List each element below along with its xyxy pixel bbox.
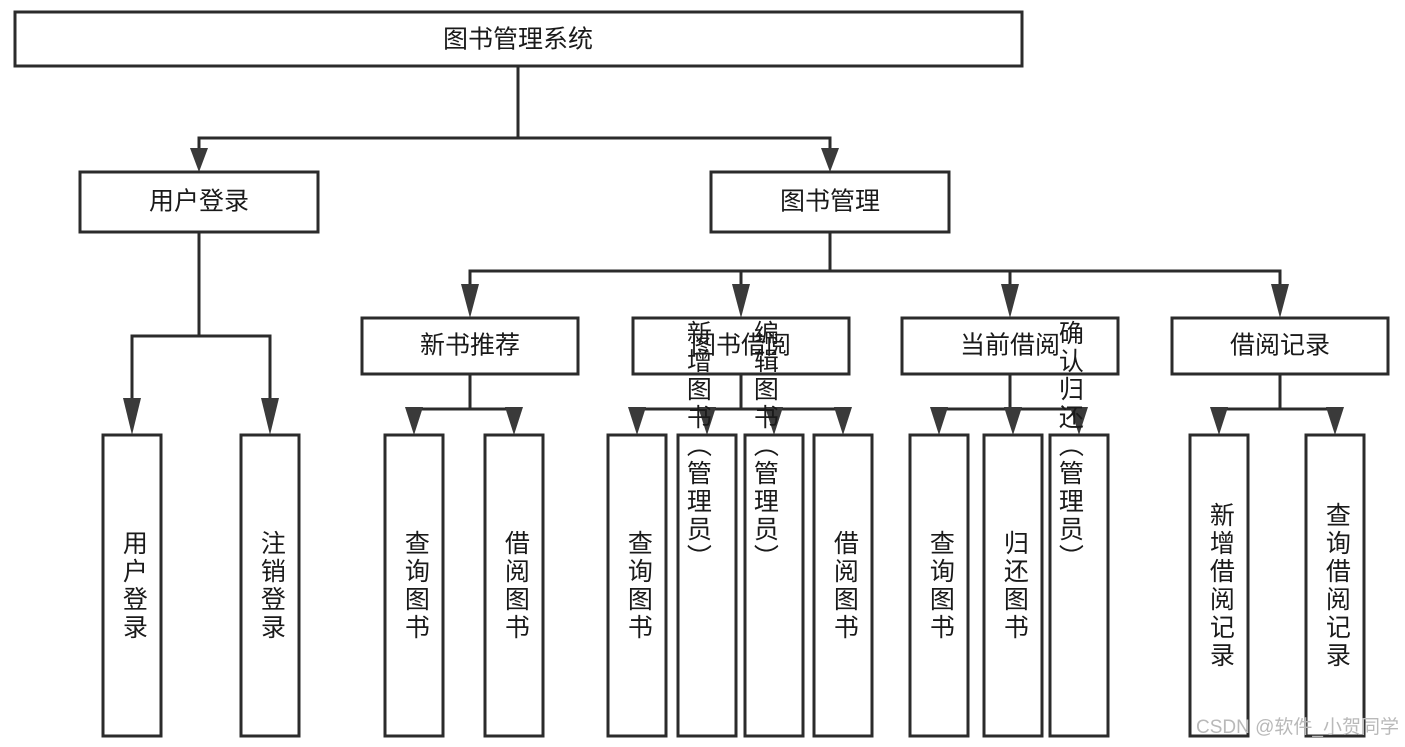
leaf-query-book-1[interactable]: 查询图书 — [383, 433, 445, 738]
arrow-icon — [261, 398, 279, 435]
node-root[interactable]: 图书管理系统 — [13, 10, 1024, 68]
leaf-box[interactable] — [908, 433, 970, 738]
leaf-logout[interactable]: 注销登录 — [239, 433, 301, 738]
leaf-label: 借阅图书 — [501, 530, 530, 642]
node-book-management-box[interactable] — [709, 170, 951, 234]
leaf-box[interactable] — [383, 433, 445, 738]
connector-group-borrow — [628, 372, 852, 435]
connector-group-current-borrow — [930, 372, 1088, 435]
node-root-box[interactable] — [13, 10, 1024, 68]
leaf-label: 查询借阅记录 — [1322, 502, 1351, 670]
connector-group-root — [190, 64, 839, 172]
node-borrow-record-box[interactable] — [1170, 316, 1390, 376]
node-current-borrow-label: 当前借阅 — [960, 332, 1060, 360]
leaf-return-book[interactable]: 归还图书 — [982, 433, 1044, 738]
arrow-icon — [190, 148, 208, 172]
leaf-query-book-3[interactable]: 查询图书 — [908, 433, 970, 738]
leaf-edit-book-admin[interactable]: 编辑图书（管理员） — [743, 320, 805, 738]
node-user-login[interactable]: 用户登录 — [78, 170, 320, 234]
leaf-box[interactable] — [1048, 433, 1110, 738]
arrow-icon — [1210, 407, 1228, 435]
node-book-borrow[interactable]: 图书借阅 — [631, 316, 851, 376]
arrow-icon — [765, 407, 783, 435]
connector-group-borrow-record — [1210, 372, 1344, 435]
leaf-box[interactable] — [676, 433, 738, 738]
leaf-borrow-book-2[interactable]: 借阅图书 — [812, 433, 874, 738]
leaf-box[interactable] — [483, 433, 545, 738]
arrow-icon — [1001, 284, 1019, 318]
node-user-login-label: 用户登录 — [149, 188, 249, 216]
arrow-icon — [834, 407, 852, 435]
leaf-label: 借阅图书 — [830, 530, 859, 642]
arrow-icon — [930, 407, 948, 435]
node-book-management-label: 图书管理 — [780, 188, 880, 216]
node-current-borrow[interactable]: 当前借阅 — [900, 316, 1120, 376]
leaf-box[interactable] — [1304, 433, 1366, 738]
arrow-icon — [732, 284, 750, 318]
arrow-icon — [1326, 407, 1344, 435]
leaf-label: 用户登录 — [119, 530, 148, 642]
leaf-box[interactable] — [239, 433, 301, 738]
connector-group-book-mgmt — [461, 230, 1289, 318]
node-new-book-recommend[interactable]: 新书推荐 — [360, 316, 580, 376]
leaf-label: 新增借阅记录 — [1206, 502, 1235, 670]
watermark-text: CSDN @软件_小贺同学 — [1196, 716, 1399, 738]
arrow-icon — [821, 148, 839, 172]
leaf-query-book-2[interactable]: 查询图书 — [606, 433, 668, 738]
leaf-label: 归还图书 — [1000, 530, 1029, 642]
leaf-user-login[interactable]: 用户登录 — [101, 433, 163, 738]
node-borrow-record-label: 借阅记录 — [1230, 332, 1330, 360]
arrow-icon — [505, 407, 523, 435]
leaf-add-borrow-record[interactable]: 新增借阅记录 — [1188, 433, 1250, 738]
node-book-borrow-box[interactable] — [631, 316, 851, 376]
leaf-box[interactable] — [982, 433, 1044, 738]
node-current-borrow-box[interactable] — [900, 316, 1120, 376]
leaf-box[interactable] — [812, 433, 874, 738]
arrow-icon — [628, 407, 646, 435]
leaf-box[interactable] — [101, 433, 163, 738]
arrow-icon — [1271, 284, 1289, 318]
leaf-add-book-admin[interactable]: 新增图书（管理员） — [676, 320, 738, 738]
node-new-book-recommend-label: 新书推荐 — [420, 332, 520, 360]
leaf-box[interactable] — [743, 433, 805, 738]
node-user-login-box[interactable] — [78, 170, 320, 234]
arrow-icon — [698, 407, 716, 435]
leaf-borrow-book-1[interactable]: 借阅图书 — [483, 433, 545, 738]
leaf-query-borrow-record[interactable]: 查询借阅记录 — [1304, 433, 1366, 738]
leaf-label: 查询图书 — [624, 530, 653, 642]
arrow-icon — [1070, 407, 1088, 435]
arrow-icon — [461, 284, 479, 318]
node-borrow-record[interactable]: 借阅记录 — [1170, 316, 1390, 376]
node-new-book-recommend-box[interactable] — [360, 316, 580, 376]
arrow-icon — [123, 398, 141, 435]
leaf-label: 新增图书（管理员） — [683, 320, 712, 572]
leaf-box[interactable] — [606, 433, 668, 738]
leaf-confirm-return-admin[interactable]: 确认归还（管理员） — [1048, 320, 1110, 738]
leaf-label: 确认归还（管理员） — [1055, 320, 1084, 572]
arrow-icon — [1004, 407, 1022, 435]
leaf-label: 查询图书 — [401, 530, 430, 642]
arrow-icon — [405, 407, 423, 435]
connector-group-new-book — [405, 372, 523, 435]
node-book-management[interactable]: 图书管理 — [709, 170, 951, 234]
leaf-box[interactable] — [1188, 433, 1250, 738]
leaf-label: 注销登录 — [257, 530, 286, 642]
connector-group-user-login — [123, 230, 279, 435]
node-root-label: 图书管理系统 — [443, 26, 593, 54]
leaf-label: 查询图书 — [926, 530, 955, 642]
node-book-borrow-label: 图书借阅 — [691, 332, 791, 360]
leaf-label: 编辑图书（管理员） — [750, 320, 779, 572]
